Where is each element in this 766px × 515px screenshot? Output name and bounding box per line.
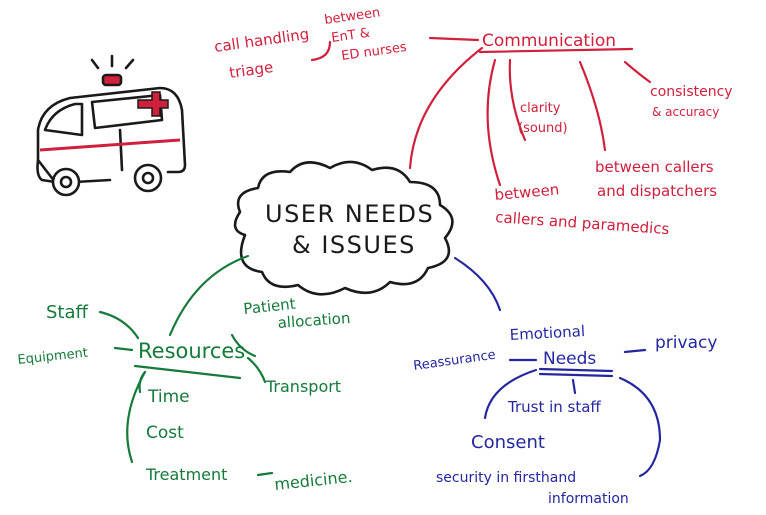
callers-paramedics-line1: between xyxy=(494,180,560,204)
callers-dispatchers-line1: between callers xyxy=(595,158,714,176)
communication-title: Communication xyxy=(482,31,616,51)
ambulance-icon xyxy=(36,54,187,197)
reassurance-label: Reassurance xyxy=(412,348,496,374)
call-handling-label: call handling xyxy=(213,25,310,56)
callers-paramedics-line2: callers and paramedics xyxy=(495,208,670,238)
sound-label: (sound) xyxy=(518,121,568,136)
emotional-title-line1: Emotional xyxy=(509,322,585,344)
clarity-label: clarity xyxy=(520,101,561,116)
transport-label: Transport xyxy=(265,377,341,396)
consent-label: Consent xyxy=(471,432,545,453)
center-title-line2: & ISSUES xyxy=(292,231,416,259)
emotional-branch: Emotional Needs Reassurance privacy Trus… xyxy=(412,256,717,507)
cost-label: Cost xyxy=(146,423,184,443)
central-cloud: USER NEEDS & ISSUES xyxy=(233,160,454,296)
patient-label: Patient xyxy=(243,295,297,318)
medicine-label: medicine. xyxy=(273,467,353,494)
ent-label: EnT & xyxy=(330,26,370,46)
resources-branch: Resources Staff Equipment Patient alloca… xyxy=(17,254,353,494)
equipment-label: Equipment xyxy=(17,346,89,368)
allocation-label: allocation xyxy=(277,309,351,332)
resources-title: Resources xyxy=(138,339,245,363)
trust-label: Trust in staff xyxy=(507,398,601,416)
consistency-label: consistency xyxy=(650,84,733,100)
security-line1: security in firsthand xyxy=(436,470,576,486)
staff-label: Staff xyxy=(46,302,89,323)
accuracy-label: & accuracy xyxy=(652,105,719,119)
emotional-title-line2: Needs xyxy=(543,349,596,369)
between-label: between xyxy=(323,5,381,28)
treatment-label: Treatment xyxy=(145,465,227,484)
time-label: Time xyxy=(147,387,190,407)
triage-label: triage xyxy=(228,58,274,82)
ed-nurses-label: ED nurses xyxy=(340,40,407,64)
center-title-line1: USER NEEDS xyxy=(265,200,434,228)
privacy-label: privacy xyxy=(655,333,717,353)
security-line2: information xyxy=(548,491,629,507)
callers-dispatchers-line2: and dispatchers xyxy=(597,182,717,200)
